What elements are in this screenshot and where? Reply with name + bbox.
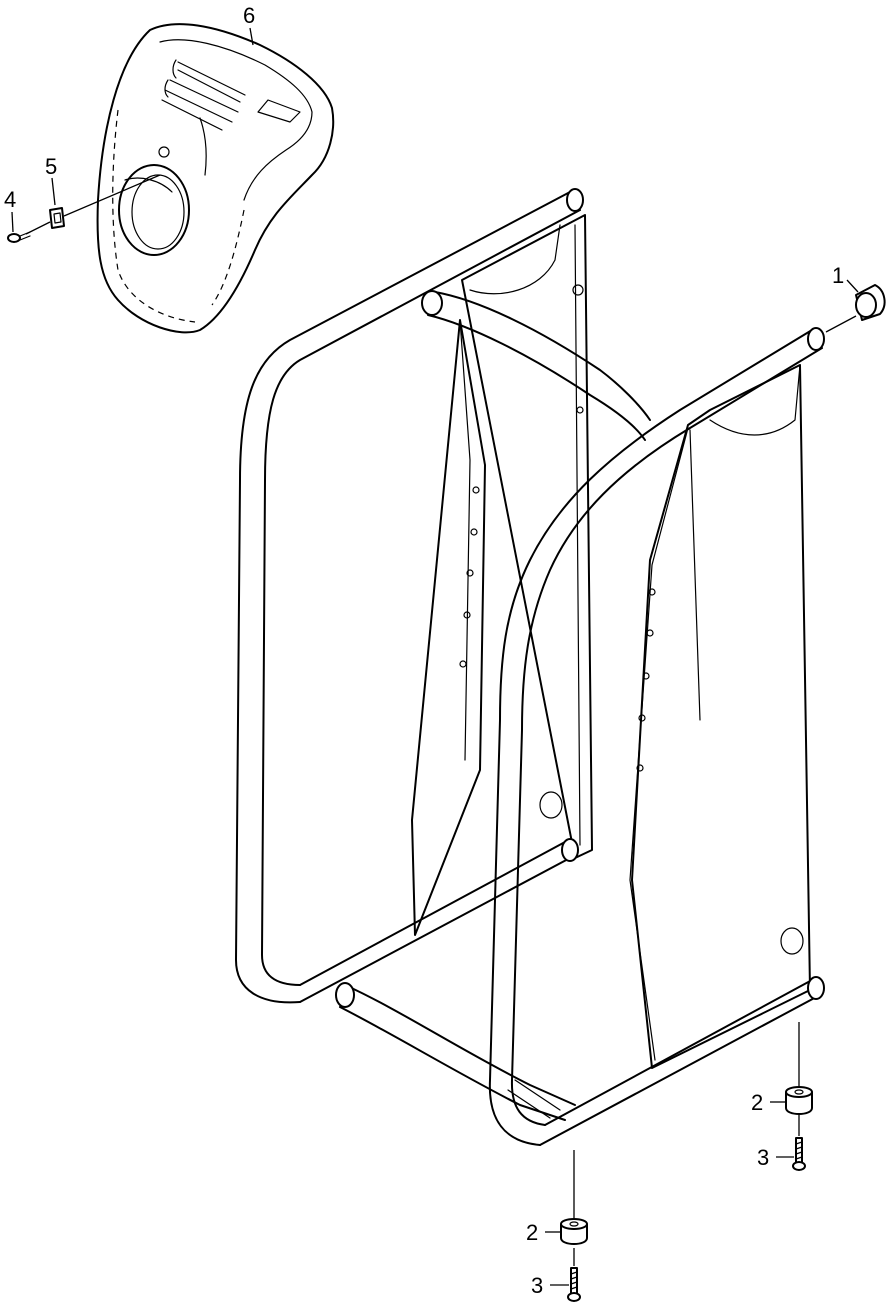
callout-4: 4 xyxy=(4,187,16,212)
part-screw-small xyxy=(7,231,31,243)
part-screw-right xyxy=(792,1137,806,1171)
part-cover xyxy=(96,23,335,334)
callout-1: 1 xyxy=(832,263,844,288)
callout-2-right: 2 xyxy=(751,1090,763,1115)
part-end-cap xyxy=(855,284,886,321)
callout-6: 6 xyxy=(243,3,255,28)
part-rubber-foot-left xyxy=(560,1218,588,1245)
part-frame xyxy=(235,188,825,1146)
part-screw-left xyxy=(567,1267,581,1302)
callout-3-right: 3 xyxy=(757,1145,769,1170)
callout-2-left: 2 xyxy=(526,1220,538,1245)
callout-5: 5 xyxy=(45,154,57,179)
part-rubber-foot-right xyxy=(785,1086,813,1115)
callout-3-left: 3 xyxy=(531,1273,543,1298)
part-clip-nut xyxy=(49,207,65,229)
